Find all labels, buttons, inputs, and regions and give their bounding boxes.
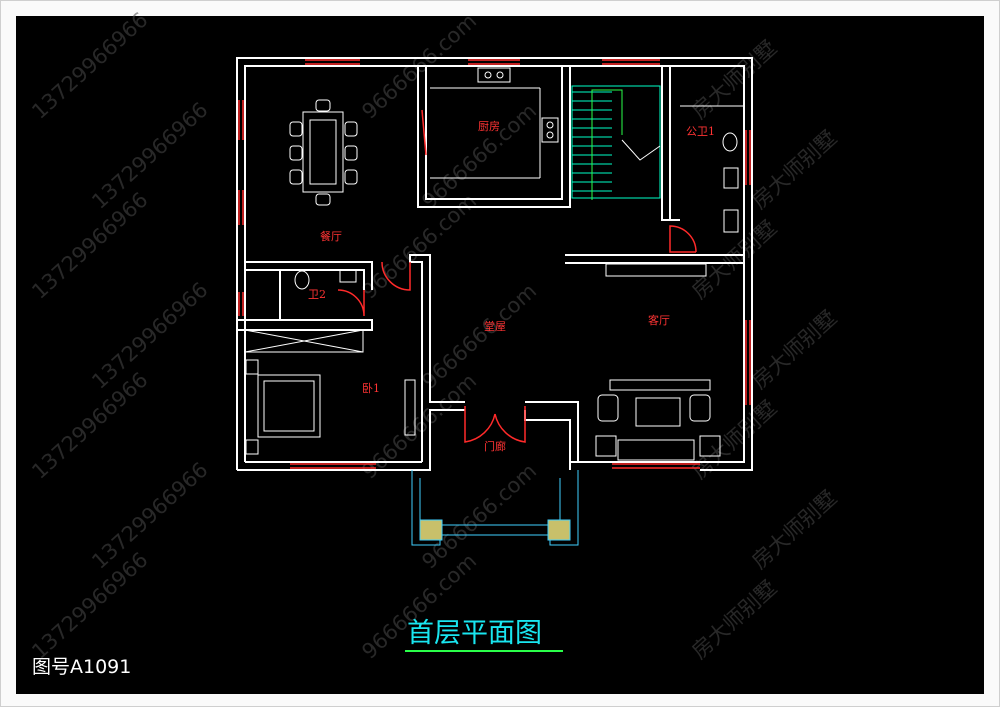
label-living: 客厅	[648, 313, 670, 327]
drawing-number: 图号A1091	[32, 656, 131, 678]
label-dining: 餐厅	[320, 229, 342, 243]
porch	[411, 470, 579, 546]
doors	[337, 109, 697, 443]
label-entrance: 门廊	[484, 439, 506, 453]
plan-title: 首层平面图	[407, 618, 542, 649]
dining-table	[289, 99, 358, 206]
bath-fixtures	[294, 105, 744, 290]
stair-outline	[571, 85, 661, 199]
living-room-furniture	[595, 263, 721, 461]
bed	[244, 329, 416, 455]
windows	[238, 59, 751, 469]
label-bath2: 卫2	[308, 288, 326, 301]
stair-arrow	[591, 89, 623, 200]
drawing-background	[16, 16, 984, 694]
label-hall: 堂屋	[484, 320, 506, 333]
kitchen-fixtures	[430, 67, 559, 179]
stair-landing	[621, 139, 661, 161]
label-bedroom: 卧1	[362, 382, 380, 395]
label-public-bath: 公卫1	[686, 125, 715, 138]
label-kitchen: 厨房	[478, 120, 500, 133]
